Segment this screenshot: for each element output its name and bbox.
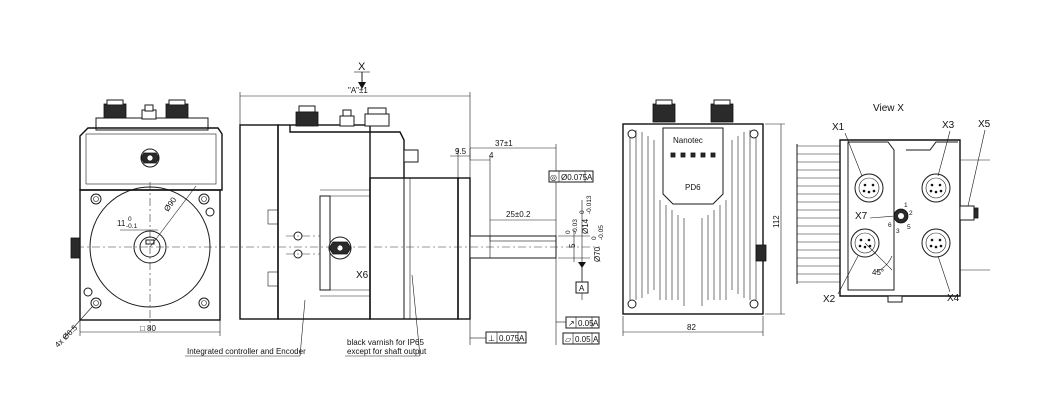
cable-gland-x6 (328, 236, 352, 260)
connector-x7 (893, 208, 909, 224)
x3-label: X3 (942, 120, 955, 131)
x7-pin-5: 5 (907, 224, 911, 231)
svg-text:0: 0 (591, 236, 598, 240)
dim-dia-14: Ø14 (581, 218, 590, 234)
svg-text:0.05: 0.05 (578, 319, 594, 328)
varnish-note-2: except for shaft output (347, 347, 427, 356)
varnish-note-1: black varnish for IP65 (347, 338, 424, 347)
svg-text:0: 0 (565, 230, 572, 234)
flatness-frame: ⏥ 0.05 A (562, 332, 600, 345)
x7-pin-2: 2 (909, 210, 913, 217)
controller-note: Integrated controller and Encoder (187, 347, 306, 356)
x2-label: X2 (823, 294, 836, 305)
x7-pin-1: 1 (904, 202, 908, 209)
dim-5: 5 (568, 243, 577, 248)
dim-112: 112 (772, 215, 781, 228)
dim-82: 82 (687, 323, 696, 332)
side-connector-2 (339, 109, 355, 127)
dia-90-label: Ø90 (162, 195, 178, 213)
dim-37: 37±1 (495, 139, 513, 148)
svg-text:0.05: 0.05 (575, 335, 591, 344)
svg-text:-0.013: -0.013 (586, 195, 593, 214)
dim-length-A: "A"±1 (348, 86, 368, 95)
connector-top-middle (141, 104, 157, 120)
x1-label: X1 (832, 122, 845, 133)
view-arrow-label: X (358, 61, 366, 73)
x6-label: X6 (356, 270, 369, 281)
cooling-fins (629, 130, 757, 306)
datum-a: A (579, 284, 585, 293)
model-label: PD6 (685, 183, 701, 192)
view-x-title: View X (873, 103, 904, 114)
view-x-fins (796, 144, 840, 284)
side-connector-3 (364, 107, 390, 127)
side-view: X "A"±1 (185, 61, 605, 357)
runout-frame: ↗ 0.05 A (565, 316, 600, 329)
concentricity-frame: ◎ Ø0.075 A (548, 170, 594, 183)
perpendicularity-frame: ⊥ 0.075 A (485, 331, 527, 344)
back-connector-right (710, 99, 734, 123)
svg-text:⏥: ⏥ (565, 335, 572, 344)
connector-x3 (921, 173, 951, 203)
holes-label: 4x Ø6.5 (53, 323, 80, 350)
x5-label: X5 (978, 119, 991, 130)
svg-text:A: A (519, 334, 525, 343)
svg-text:A: A (593, 335, 599, 344)
dim-25: 25±0.2 (506, 210, 531, 219)
connector-top-left (103, 99, 127, 119)
x7-label: X7 (855, 211, 868, 222)
x7-pin-3: 3 (896, 228, 900, 235)
dim-9-5: 9.5 (455, 147, 467, 156)
connector-x4 (921, 228, 951, 258)
dim-11-lower: -0.1 (126, 223, 138, 230)
cable-gland-front (140, 148, 160, 168)
x7-pin-6: 6 (888, 222, 892, 229)
connector-top-right (165, 99, 189, 119)
brand-logo: Nanotec (673, 136, 703, 145)
svg-text:↗: ↗ (568, 319, 575, 328)
connector-x1 (854, 173, 884, 203)
back-connector-left (652, 99, 676, 123)
x4-label: X4 (947, 293, 960, 304)
side-connector-1 (295, 105, 319, 127)
svg-text:0.075: 0.075 (499, 334, 520, 343)
angle-45: 45° (872, 268, 884, 277)
svg-text:Ø0.075: Ø0.075 (561, 173, 588, 182)
back-view: Nanotec PD6 82 112 (622, 99, 785, 336)
front-view: Ø90 11 0 -0.1 □ 80 4x Ø6.5 (53, 99, 225, 350)
view-x: View X (796, 103, 991, 305)
dim-dia-70: Ø70 (593, 246, 602, 262)
dim-4: 4 (489, 151, 494, 160)
dim-11-upper: 0 (128, 216, 132, 223)
svg-text:-0.05: -0.05 (598, 225, 605, 240)
svg-text:-0.03: -0.03 (572, 219, 579, 234)
svg-text:A: A (593, 319, 599, 328)
status-leds (670, 152, 716, 158)
dim-11-label: 11 (117, 219, 126, 228)
dim-square-80: □ 80 (140, 324, 157, 333)
svg-text:0: 0 (579, 210, 586, 214)
svg-text:⊥: ⊥ (488, 334, 495, 343)
svg-text:A: A (587, 173, 593, 182)
mounting-holes (83, 193, 215, 309)
svg-text:◎: ◎ (550, 173, 557, 182)
